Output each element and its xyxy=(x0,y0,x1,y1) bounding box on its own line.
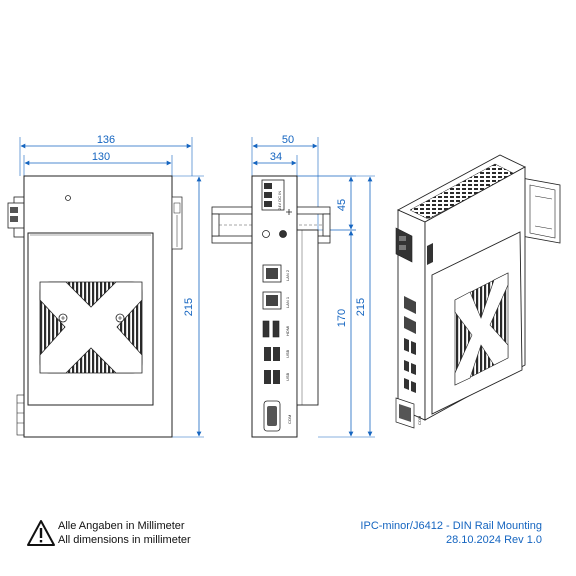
iso-heatsink xyxy=(454,272,509,386)
label-power: 24V DC IN xyxy=(277,191,282,210)
dim-label-170: 170 xyxy=(336,309,348,327)
front-view: 136 130 215 xyxy=(7,134,204,438)
label-hdmi: HDMI xyxy=(285,326,290,336)
lan1-port: LAN 1 xyxy=(262,291,290,310)
dim-label-34: 34 xyxy=(270,151,282,163)
usb-ports-a: USB xyxy=(264,347,290,361)
din-clip-left xyxy=(7,196,27,436)
iso-label-com: COM xyxy=(417,416,422,425)
heatsink-front xyxy=(39,281,143,374)
dim-side-depth-outer: 50 xyxy=(251,134,319,230)
iso-ports xyxy=(404,296,416,393)
warning-icon xyxy=(27,520,55,546)
dim-label-136: 136 xyxy=(97,134,115,146)
dim-label-50: 50 xyxy=(282,134,294,146)
label-com: COM xyxy=(287,415,292,424)
power-button xyxy=(279,230,287,238)
dim-label-130: 130 xyxy=(92,151,110,163)
dim-label-45: 45 xyxy=(336,199,348,211)
dim-label-215-side: 215 xyxy=(355,298,367,316)
iso-com-port: COM xyxy=(395,397,422,429)
power-connector: 24V DC IN xyxy=(261,179,292,215)
iso-power-connector xyxy=(395,227,413,263)
ground-screw xyxy=(262,230,270,238)
dim-side-depth-inner: 34 xyxy=(252,151,298,176)
label-usb-b: USB xyxy=(285,372,290,381)
usb-ports-b: USB xyxy=(264,370,290,384)
note-english: All dimensions in millimeter xyxy=(58,534,191,546)
side-heatsink xyxy=(296,229,319,406)
hdmi-ports: HDMI xyxy=(262,320,290,338)
din-clip-right xyxy=(171,196,183,250)
screw-hole xyxy=(65,195,71,201)
dim-front-width-outer: 136 xyxy=(19,134,193,176)
lan2-port: LAN 2 xyxy=(262,264,290,283)
com-port: COM xyxy=(263,400,292,432)
dim-side-height-outer: 215 xyxy=(297,175,375,437)
label-lan2: LAN 2 xyxy=(285,269,290,281)
dim-front-width-inner: 130 xyxy=(23,151,173,176)
drawing-date-revision: 28.10.2024 Rev 1.0 xyxy=(445,534,542,546)
dim-front-height: 215 xyxy=(172,175,204,438)
dim-label-215-front: 215 xyxy=(183,298,195,316)
isometric-view: COM xyxy=(395,154,561,429)
side-view: 50 34 45 170 215 xyxy=(211,134,375,438)
dim-side-height-inner: 170 xyxy=(318,229,375,438)
label-lan1: LAN 1 xyxy=(285,296,290,308)
drawing-title: IPC-minor/J6412 - DIN Rail Mounting xyxy=(360,520,542,532)
label-usb-a: USB xyxy=(285,349,290,358)
note-german: Alle Angaben in Millimeter xyxy=(58,520,185,532)
